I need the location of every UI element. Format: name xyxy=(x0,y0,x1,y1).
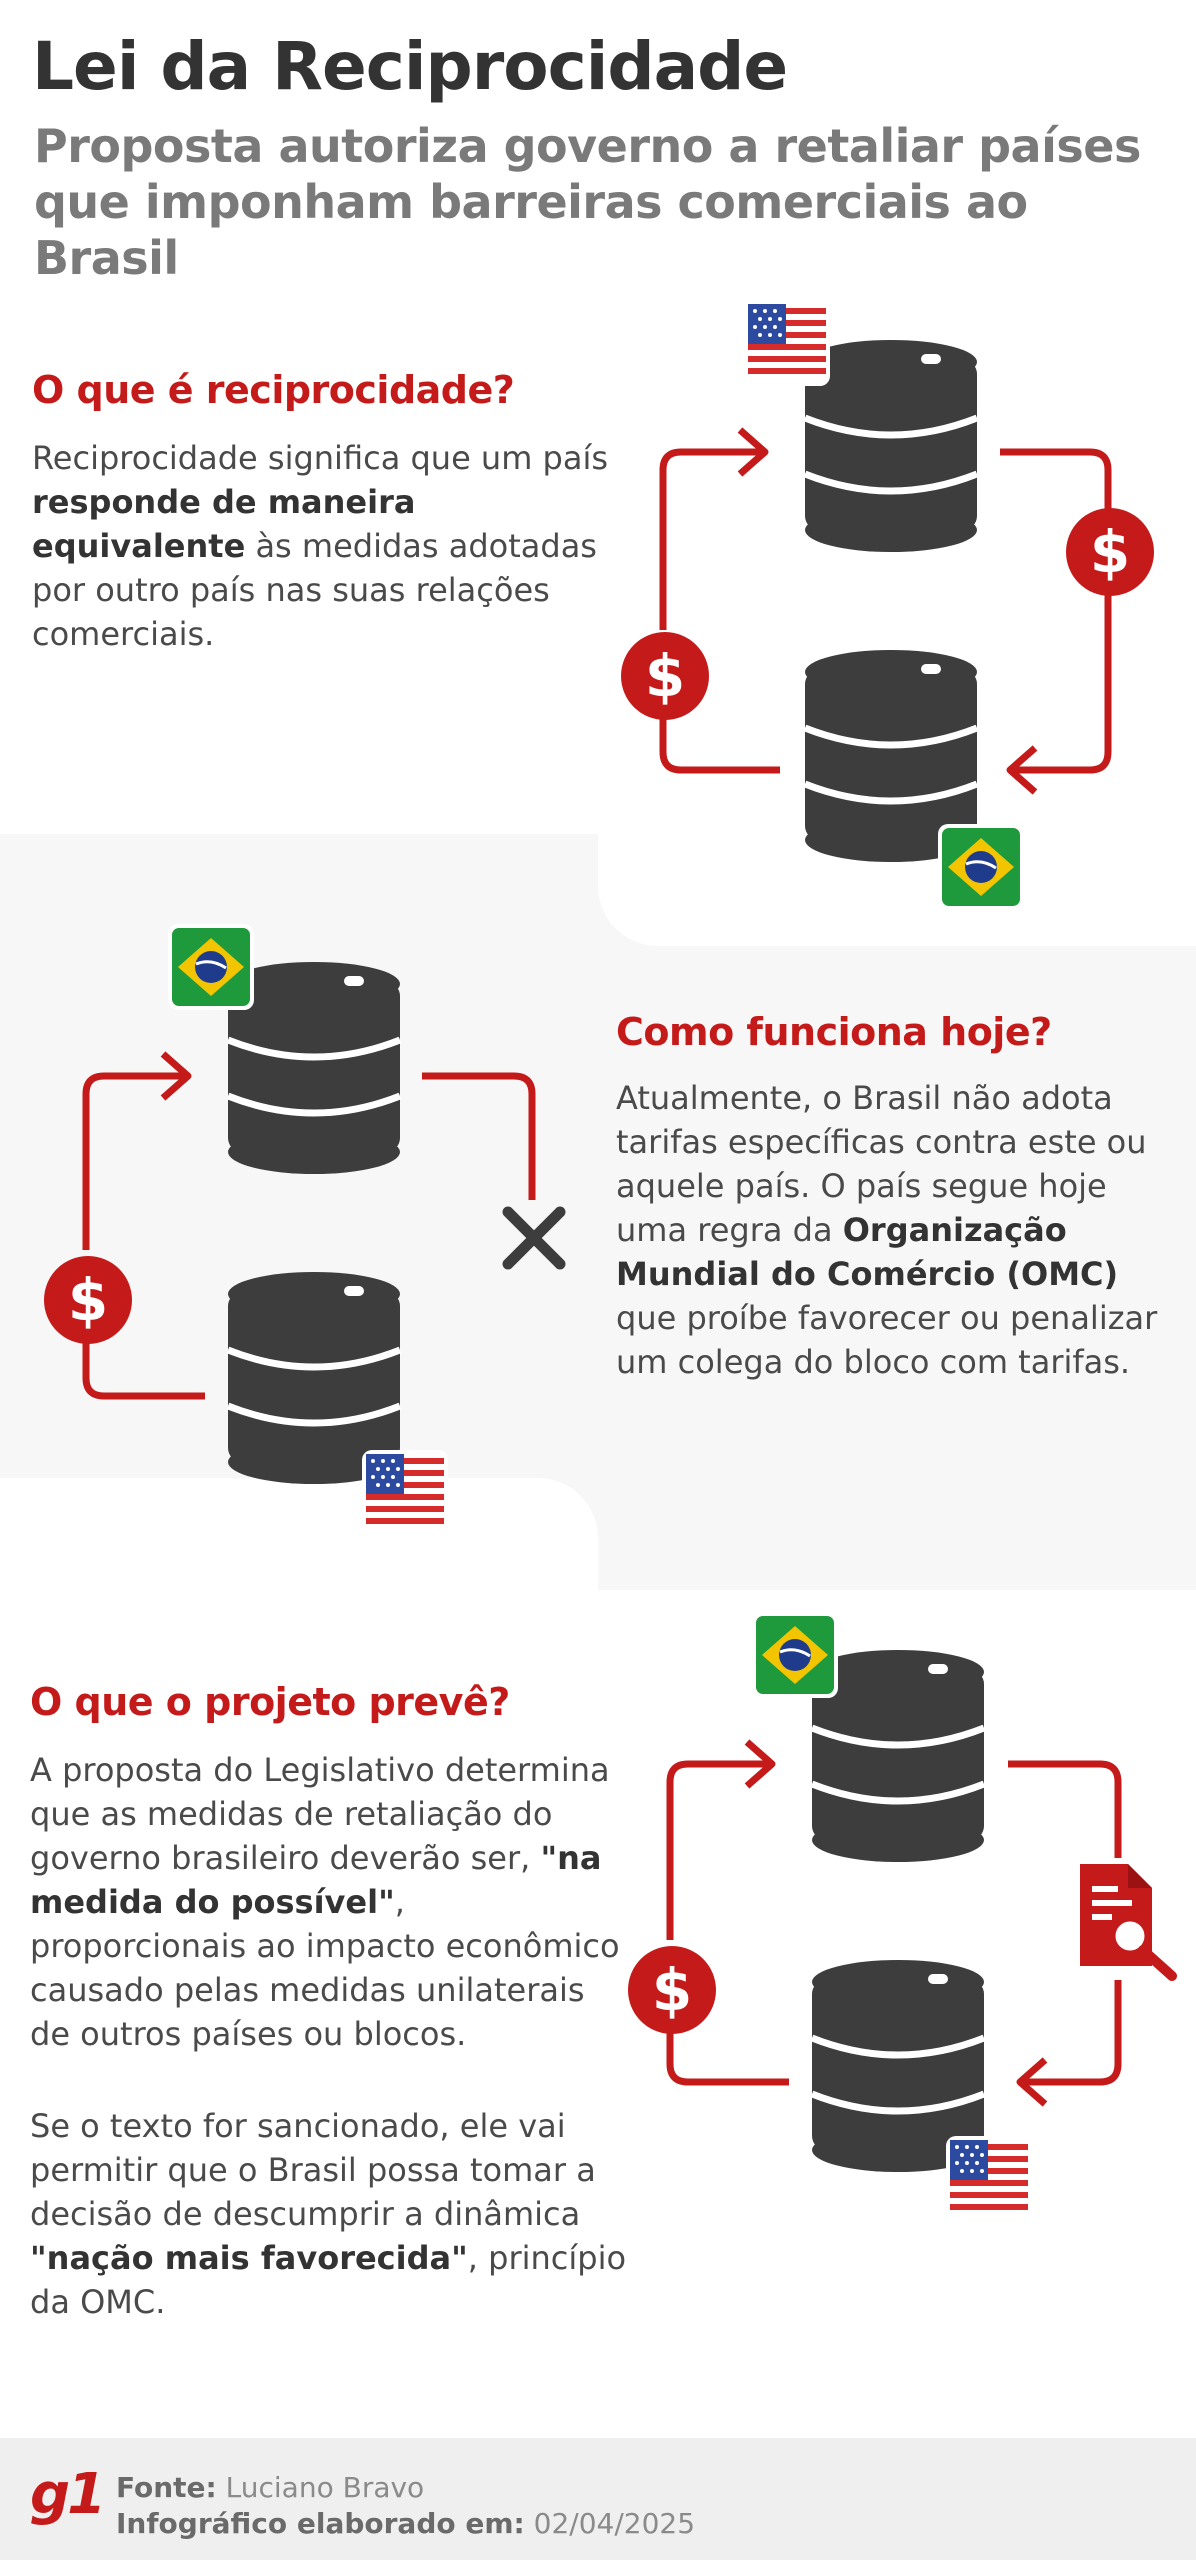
section-1-heading: O que é reciprocidade? xyxy=(32,368,515,412)
dollar-icon xyxy=(1066,508,1154,596)
barrel-icon xyxy=(805,340,977,552)
band-notch-bottom xyxy=(0,1478,598,1590)
footer xyxy=(0,2438,1196,2560)
brazil-flag-icon xyxy=(936,822,1026,912)
section-3-text: A proposta do Legislativo determina que … xyxy=(30,1751,620,2053)
document-search-icon xyxy=(1080,1864,1177,1981)
us-flag-icon xyxy=(744,300,830,386)
brazil-flag-icon xyxy=(166,922,256,1012)
band-fill-top xyxy=(540,834,598,892)
section-3-heading: O que o projeto prevê? xyxy=(30,1680,510,1724)
page-title: Lei da Reciprocidade xyxy=(32,28,788,105)
us-flag-icon xyxy=(946,2136,1032,2222)
section-2-heading: Como funciona hoje? xyxy=(616,1010,1052,1054)
section-1-text: Reciprocidade significa que um país resp… xyxy=(32,439,609,653)
section-2-text: Atualmente, o Brasil não adota tarifas e… xyxy=(616,1079,1158,1381)
section-3-text-2: Se o texto for sancionado, ele vai permi… xyxy=(30,2107,627,2321)
dollar-icon xyxy=(44,1256,132,1344)
page-subtitle: Proposta autoriza governo a retaliar paí… xyxy=(34,119,1141,285)
reciprocity-diagram xyxy=(621,300,1154,912)
us-flag-icon xyxy=(362,1450,448,1536)
dollar-icon xyxy=(628,1946,716,2034)
footer-credits: Fonte: Luciano Bravo Infográfico elabora… xyxy=(116,2471,696,2540)
current-situation-diagram xyxy=(44,922,566,1536)
dollar-icon xyxy=(621,632,709,720)
brazil-flag-icon xyxy=(750,1610,840,1700)
g1-logo: g1 xyxy=(30,2462,106,2527)
proposal-diagram xyxy=(628,1610,1177,2222)
